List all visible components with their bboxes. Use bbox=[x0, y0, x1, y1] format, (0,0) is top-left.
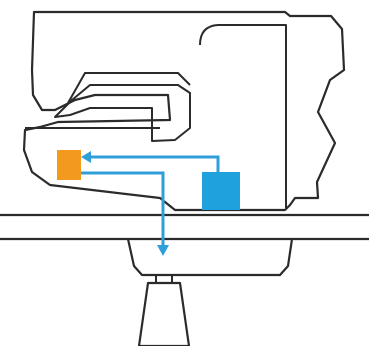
machine-body-outline bbox=[22, 10, 346, 212]
body-panel-line bbox=[199, 24, 287, 208]
arrow-head-left-icon bbox=[81, 151, 91, 163]
stem-connector bbox=[155, 275, 173, 284]
flow-arrow-blue-to-orange bbox=[89, 155, 220, 172]
support-bracket bbox=[126, 238, 294, 277]
blue-square-icon bbox=[202, 172, 240, 210]
flow-arrow-orange-down bbox=[81, 171, 165, 246]
arrow-head-down-icon bbox=[157, 245, 169, 256]
knob-handle-icon bbox=[137, 281, 191, 346]
orange-square-icon bbox=[57, 150, 81, 180]
machine-arm-outline bbox=[54, 84, 191, 142]
machine-arm-inner-line bbox=[67, 72, 191, 104]
